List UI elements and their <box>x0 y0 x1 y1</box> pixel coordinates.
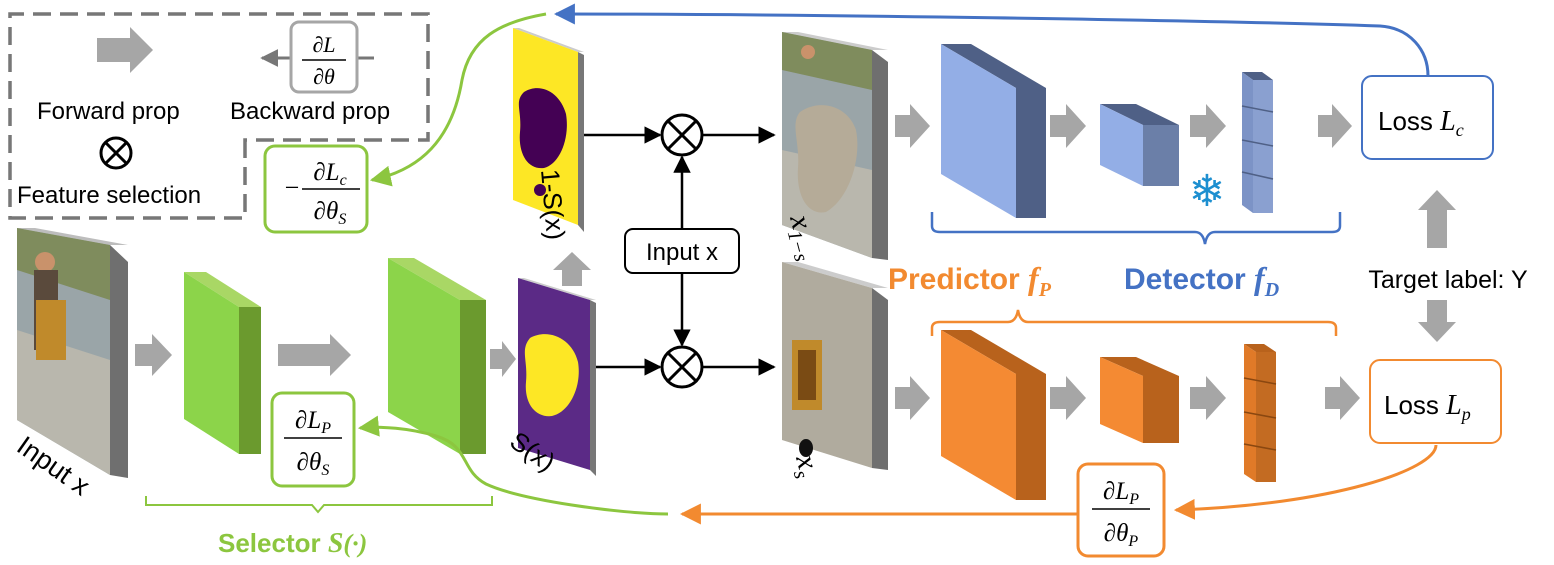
x-s-label: xs <box>785 450 827 481</box>
grad-lps-num-sub: P <box>320 420 331 437</box>
loss-lp-text: Loss <box>1384 390 1446 420</box>
fwd-arrow-x1s-to-det <box>895 104 930 148</box>
selector-block-2 <box>388 258 486 454</box>
feature-selection-label: Feature selection <box>17 182 201 209</box>
grad-lp-p-box: ∂LP ∂θP <box>1076 462 1166 558</box>
loss-lc-sub: c <box>1456 120 1464 140</box>
svg-text:∂θS: ∂θS <box>314 198 347 228</box>
loss-lc-text: Loss <box>1378 106 1440 136</box>
svg-text:∂LP: ∂LP <box>1103 478 1139 508</box>
selector-label: Selector <box>218 528 328 558</box>
grad-lp-s-box: ∂LP ∂θS <box>270 391 356 488</box>
masked-image-x-s <box>782 262 888 470</box>
grad-lpp-num-sub: P <box>1128 491 1139 508</box>
predictor-label: Predictor <box>888 263 1028 296</box>
fwd-arrow-target-down <box>1418 300 1456 342</box>
forward-prop-label: Forward prop <box>37 98 180 125</box>
grad-lpp-den: ∂θ <box>1104 520 1129 547</box>
input-image <box>17 228 128 478</box>
detector-label: Detector <box>1124 263 1254 296</box>
svg-text:∂θP: ∂θP <box>1104 520 1139 550</box>
selector-arg: (·) <box>343 529 367 558</box>
loss-lp-box: Loss Lp <box>1369 359 1502 444</box>
fwd-arrow-pred3-to-loss <box>1325 376 1360 420</box>
svg-text:∂Lc: ∂Lc <box>313 159 346 189</box>
loss-lc-box: Loss Lc <box>1361 75 1494 160</box>
target-label: Target label: Y <box>1368 266 1528 294</box>
input-x-box-label: Input x <box>646 239 718 266</box>
grad-lc-box: − ∂Lc ∂θS <box>263 144 369 234</box>
frozen-snowflake-icon: ❄ <box>1189 166 1226 217</box>
selector-symbol: S <box>328 528 344 559</box>
fwd-arrow-sel1-to-sel2 <box>278 334 351 376</box>
grad-lc-minus: − <box>283 173 301 202</box>
grad-lc-den: ∂θ <box>314 198 339 225</box>
legend-gradient-box <box>289 20 359 94</box>
legend: ∂L ∂θ Forward prop Backward prop Feature… <box>8 12 430 220</box>
predictor-block-2 <box>1100 357 1179 443</box>
backprop-orange-arrow <box>1173 444 1438 520</box>
fwd-arrow-det1-to-det2 <box>1050 104 1086 148</box>
detector-block-1 <box>941 44 1046 218</box>
fwd-arrow-det3-to-loss <box>1318 104 1352 148</box>
detector-symbol: f <box>1254 260 1268 296</box>
detector-block-2 <box>1100 104 1179 186</box>
svg-text:Predictor fP: Predictor fP <box>888 260 1052 301</box>
input-x-box <box>624 228 740 274</box>
multiply-node-top <box>660 113 704 157</box>
fwd-arrow-sel2-to-mask <box>490 341 516 377</box>
legend-grad-den: ∂θ <box>313 64 335 89</box>
selector-brace <box>145 496 493 514</box>
masked-image-x-1-minus-s <box>782 32 888 260</box>
fwd-arrow-mask-up <box>553 252 591 286</box>
backprop-blue-arrow <box>553 3 1430 77</box>
detector-block-3 <box>1241 72 1274 213</box>
svg-text:Selector S(·): Selector S(·) <box>218 528 367 559</box>
fwd-arrow-det2-to-det3 <box>1190 104 1226 148</box>
predictor-brace <box>930 309 1338 336</box>
grad-lpp-den-sub: P <box>1127 533 1138 550</box>
svg-text:Detector fD: Detector fD <box>1124 260 1279 301</box>
loss-lp-symbol: L <box>1445 390 1462 421</box>
selector-block-1 <box>184 272 261 454</box>
svg-text:∂θS: ∂θS <box>297 449 330 479</box>
mask-s-of-x <box>518 278 596 476</box>
grad-lps-den-sub: S <box>321 462 329 479</box>
loss-lp-sub: p <box>1460 404 1471 424</box>
grad-lc-num: ∂L <box>313 159 339 186</box>
multiply-node-bottom <box>660 345 704 389</box>
feature-selection-icon <box>99 136 133 170</box>
svg-text:Loss Lp: Loss Lp <box>1384 390 1471 424</box>
forward-arrow-icon <box>97 27 153 73</box>
predictor-sub: P <box>1038 279 1052 301</box>
fwd-arrow-input-to-sel1 <box>135 334 172 376</box>
grad-lpp-num: ∂L <box>1103 478 1129 505</box>
one-minus-s-of-x-label: 1-S(x) <box>535 168 571 241</box>
grad-lc-num-sub: c <box>340 172 347 189</box>
fwd-arrow-pred2-to-pred3 <box>1190 376 1226 420</box>
fwd-arrow-target-up <box>1418 190 1456 248</box>
grad-lps-den: ∂θ <box>297 449 322 476</box>
backprop-green-bottom-arrow <box>357 415 669 516</box>
backward-prop-label: Backward prop <box>230 98 390 125</box>
fwd-arrow-xs-to-pred <box>895 376 930 420</box>
predictor-block-3 <box>1243 344 1277 482</box>
backprop-green-top-arrow <box>369 12 547 187</box>
predictor-block-1 <box>941 330 1046 500</box>
fwd-arrow-pred1-to-pred2 <box>1050 376 1086 420</box>
predictor-symbol: f <box>1028 260 1042 296</box>
mask-one-minus-s-of-x <box>513 28 584 232</box>
grad-lc-den-sub: S <box>338 211 346 228</box>
detector-sub: D <box>1264 279 1279 301</box>
svg-text:Loss Lc: Loss Lc <box>1378 106 1464 140</box>
detector-brace <box>930 212 1342 245</box>
svg-text:∂LP: ∂LP <box>295 407 331 437</box>
legend-grad-num: ∂L <box>312 32 335 57</box>
grad-lps-num: ∂L <box>295 407 321 434</box>
loss-lc-symbol: L <box>1439 106 1456 137</box>
